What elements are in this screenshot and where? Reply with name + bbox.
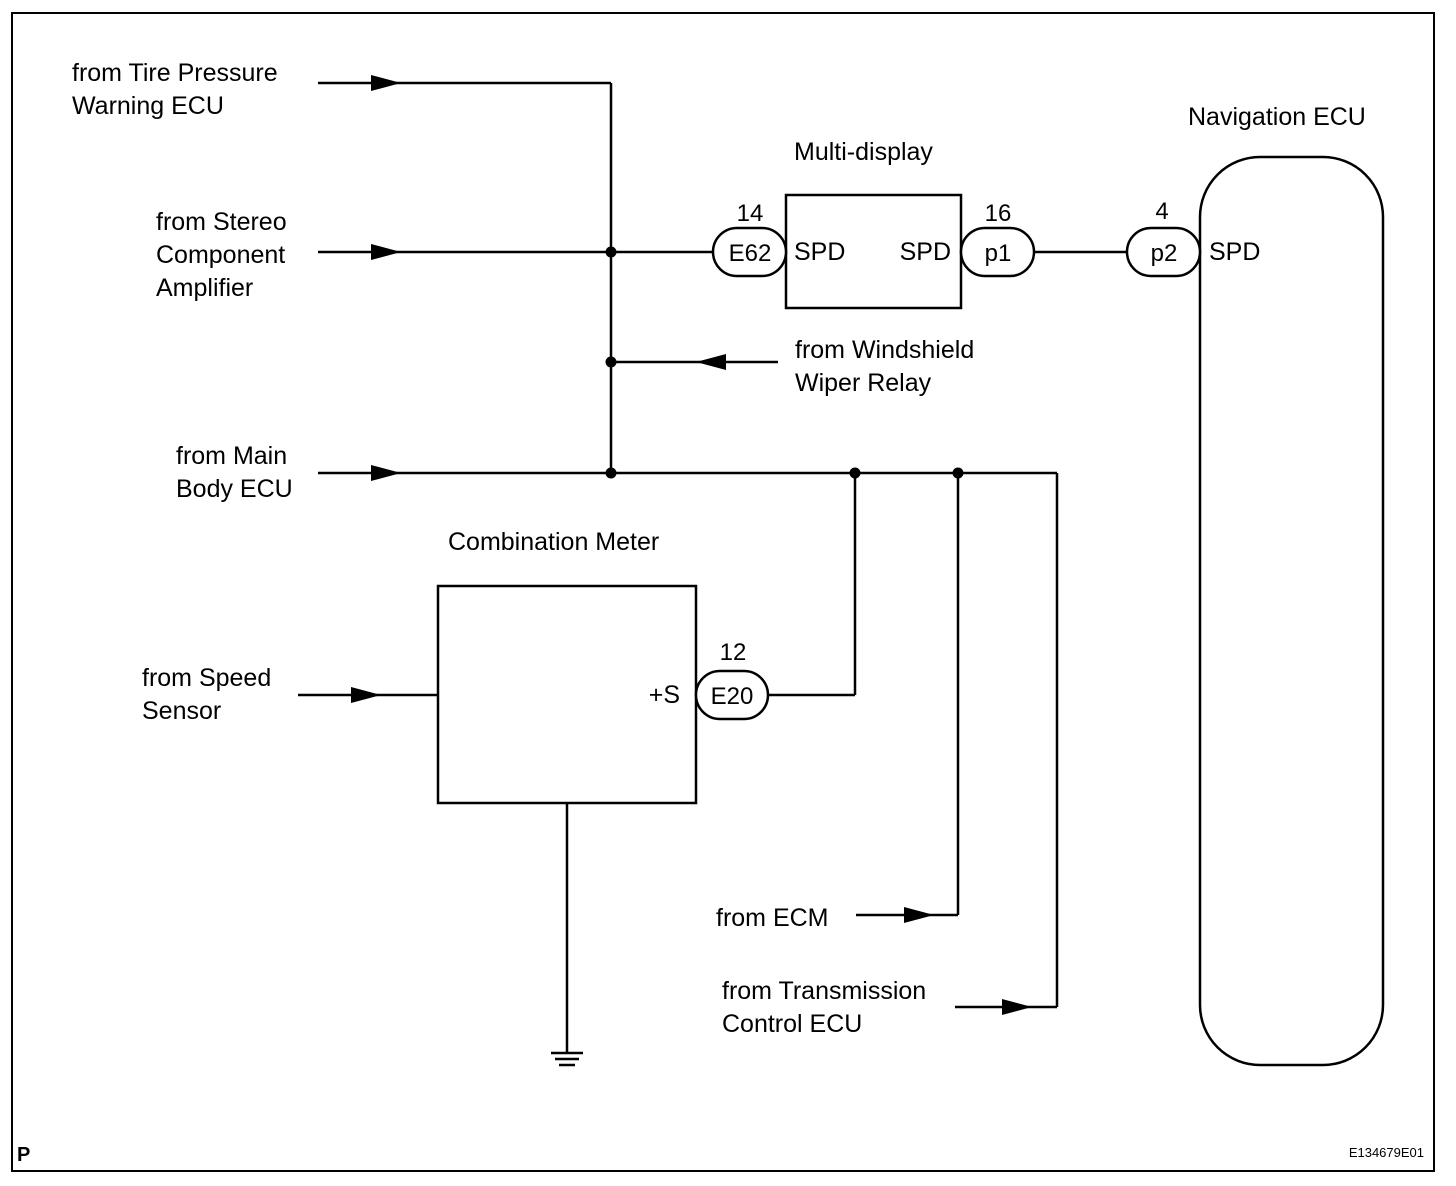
arrow-icon [371, 465, 401, 481]
source-label: from Speed [142, 664, 271, 692]
pin-number: 12 [720, 639, 747, 666]
source-label: Amplifier [156, 274, 253, 302]
source-label: Component [156, 241, 285, 269]
source-label: Control ECU [722, 1010, 862, 1038]
source-label: from Windshield [795, 336, 974, 364]
arrow-icon [696, 354, 726, 370]
connector-e20 [694, 669, 770, 721]
source-label: from Transmission [722, 977, 926, 1005]
multi-display-terminal-left: SPD [794, 238, 845, 266]
multi-display-title: Multi-display [794, 138, 933, 166]
arrow-icon [904, 907, 934, 923]
diagram-frame [11, 12, 1435, 1172]
source-label: from ECM [716, 904, 829, 932]
junction-dot [605, 246, 617, 258]
connector-e62-code: E62 [729, 240, 772, 267]
combination-meter-terminal: +S [649, 681, 680, 709]
connector-p2 [1125, 226, 1202, 278]
junction-dot [605, 467, 617, 479]
multi-display-terminal-right: SPD [900, 238, 951, 266]
corner-mark: P [17, 1144, 30, 1166]
source-label: from Tire Pressure [72, 59, 278, 87]
junction-dot [605, 356, 617, 368]
navigation-ecu-terminal: SPD [1209, 238, 1260, 266]
source-label: from Stereo [156, 208, 287, 236]
connector-e62 [711, 226, 788, 278]
pin-number: 14 [737, 200, 764, 227]
arrow-icon [371, 75, 401, 91]
ground-icon [551, 1051, 583, 1067]
arrow-icon [351, 687, 381, 703]
connector-p2-code: p2 [1151, 240, 1178, 267]
junction-dot [952, 467, 964, 479]
arrow-icon [371, 244, 401, 260]
source-label: from Main [176, 442, 287, 470]
combination-meter-title: Combination Meter [448, 528, 659, 556]
arrow-icon [1002, 999, 1032, 1015]
connector-p1 [959, 226, 1036, 278]
source-label: Body ECU [176, 475, 293, 503]
pin-number: 4 [1155, 198, 1168, 225]
source-label: Wiper Relay [795, 369, 932, 397]
connector-e20-code: E20 [711, 683, 754, 710]
source-label: Sensor [142, 697, 221, 725]
figure-id: E134679E01 [1349, 1145, 1424, 1160]
combination-meter-box [436, 584, 698, 805]
pin-number: 16 [985, 200, 1012, 227]
source-label: Warning ECU [72, 92, 224, 120]
navigation-ecu-box [1198, 155, 1385, 1067]
junction-dot [849, 467, 861, 479]
connector-p1-code: p1 [985, 240, 1012, 267]
navigation-ecu-title: Navigation ECU [1188, 103, 1366, 131]
